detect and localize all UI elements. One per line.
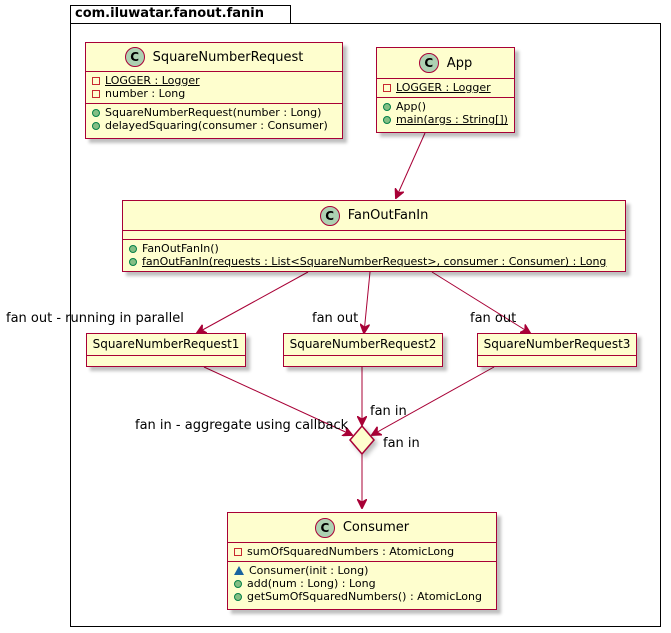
object-square-number-request-2[interactable]: SquareNumberRequest2 (283, 333, 443, 367)
label-fan-out-2: fan out (312, 311, 359, 326)
public-icon (383, 115, 391, 124)
method: getSumOfSquaredNumbers() : AtomicLong (247, 590, 482, 603)
class-icon: C (314, 517, 335, 538)
method: SquareNumberRequest(number : Long) (105, 106, 322, 119)
private-icon (234, 547, 242, 556)
class-name: App (446, 55, 473, 71)
field-list: LOGGER : Logger number : Long (86, 72, 342, 103)
edge-app-to-fanoutfanin (396, 132, 426, 198)
fan-in-diamond (349, 424, 375, 456)
method-list: FanOutFanIn() fanOutFanIn(requests : Lis… (123, 240, 625, 271)
object-name: SquareNumberRequest2 (289, 337, 437, 351)
method-list: App() main(args : String[]) (377, 98, 514, 129)
object-square-number-request-1[interactable]: SquareNumberRequest1 (86, 333, 246, 367)
method: main(args : String[]) (396, 113, 508, 126)
label-fan-in-top: fan in (370, 404, 407, 419)
public-icon (383, 102, 391, 111)
method: fanOutFanIn(requests : List<SquareNumber… (142, 255, 607, 268)
public-icon (92, 121, 100, 130)
public-icon (129, 257, 137, 266)
field-list: LOGGER : Logger (377, 79, 514, 97)
edge-fanout-request2 (364, 271, 371, 333)
class-square-number-request[interactable]: C SquareNumberRequest LOGGER : Logger nu… (85, 42, 343, 139)
field-list: sumOfSquaredNumbers : AtomicLong (228, 543, 496, 561)
class-name: FanOutFanIn (347, 208, 429, 223)
class-icon: C (124, 47, 145, 67)
method-list: SquareNumberRequest(number : Long) delay… (86, 104, 342, 135)
public-icon (234, 579, 242, 588)
object-name: SquareNumberRequest3 (483, 337, 631, 351)
field: sumOfSquaredNumbers : AtomicLong (247, 545, 455, 558)
label-fan-out-3: fan out (470, 311, 517, 326)
private-icon (383, 83, 391, 92)
class-consumer[interactable]: C Consumer sumOfSquaredNumbers : AtomicL… (227, 512, 497, 610)
field: LOGGER : Logger (396, 81, 491, 94)
edge-fanout-request3 (431, 271, 530, 333)
method: delayedSquaring(consumer : Consumer) (105, 119, 328, 132)
method-list: Consumer(init : Long) add(num : Long) : … (228, 562, 496, 606)
label-fan-out-parallel: fan out - running in parallel (6, 311, 184, 326)
edge-request1-fanin (203, 366, 352, 435)
field: LOGGER : Logger (105, 74, 200, 87)
package-title: com.iluwatar.fanout.fanin (75, 6, 264, 21)
class-name: Consumer (342, 520, 410, 535)
private-icon (92, 76, 100, 85)
private-icon (92, 89, 100, 98)
public-icon (129, 244, 137, 253)
class-name: SquareNumberRequest (152, 49, 304, 65)
method: add(num : Long) : Long (247, 577, 376, 590)
method: Consumer(init : Long) (249, 564, 369, 577)
field: number : Long (105, 87, 186, 100)
label-fan-in-aggregate: fan in - aggregate using callback (135, 418, 349, 433)
package-tab (70, 5, 291, 24)
class-app[interactable]: C App LOGGER : Logger App() main(args : … (376, 47, 515, 133)
package-visibility-icon (234, 566, 244, 575)
method: App() (396, 100, 427, 113)
class-icon: C (319, 205, 340, 226)
public-icon (92, 108, 100, 117)
object-name: SquareNumberRequest1 (92, 337, 240, 351)
edge-fanout-request1 (197, 271, 309, 333)
method: FanOutFanIn() (142, 242, 219, 255)
label-fan-in-right: fan in (383, 436, 420, 451)
object-square-number-request-3[interactable]: SquareNumberRequest3 (477, 333, 637, 367)
class-fan-out-fan-in[interactable]: C FanOutFanIn FanOutFanIn() fanOutFanIn(… (122, 200, 626, 272)
class-icon: C (418, 53, 439, 73)
public-icon (234, 592, 242, 601)
edge-request3-fanin (372, 366, 495, 435)
